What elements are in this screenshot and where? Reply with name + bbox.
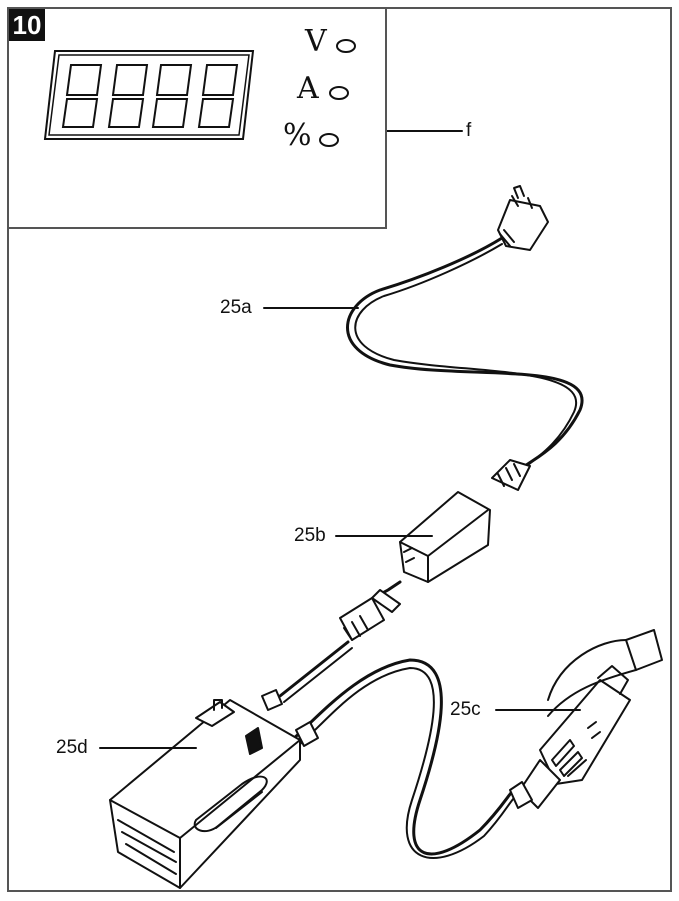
callout-f: f: [466, 120, 472, 141]
power-cable-25a: [346, 236, 584, 475]
digit-3: [151, 64, 193, 128]
digit-4: [197, 64, 239, 128]
digit-2: [107, 64, 149, 128]
display-inset: V A %: [7, 7, 387, 229]
figure-number-badge: 10: [9, 9, 45, 41]
indicator-a-label: A: [297, 71, 319, 106]
unit-25d: [109, 699, 301, 889]
car-plug-25c: [509, 665, 631, 809]
callout-25d: 25d: [56, 737, 88, 758]
digit-1: [61, 64, 103, 128]
unit-to-plug-cable: [290, 658, 525, 859]
callout-25a: 25a: [220, 297, 252, 318]
connector-25a-end: [491, 459, 531, 491]
callout-25c: 25c: [450, 699, 481, 720]
indicator-v-label: V: [305, 24, 327, 59]
percent-led-icon: [319, 133, 339, 147]
a-led-icon: [329, 86, 349, 100]
indicator-percent-label: %: [283, 118, 312, 153]
seven-segment-display: [43, 39, 356, 147]
adapter-to-unit-cable: [261, 580, 402, 711]
plug-cap: [547, 629, 663, 717]
v-led-icon: [336, 39, 356, 53]
wall-plug: [497, 185, 549, 251]
callout-25b: 25b: [294, 525, 326, 546]
adapter-25b: [399, 491, 491, 583]
